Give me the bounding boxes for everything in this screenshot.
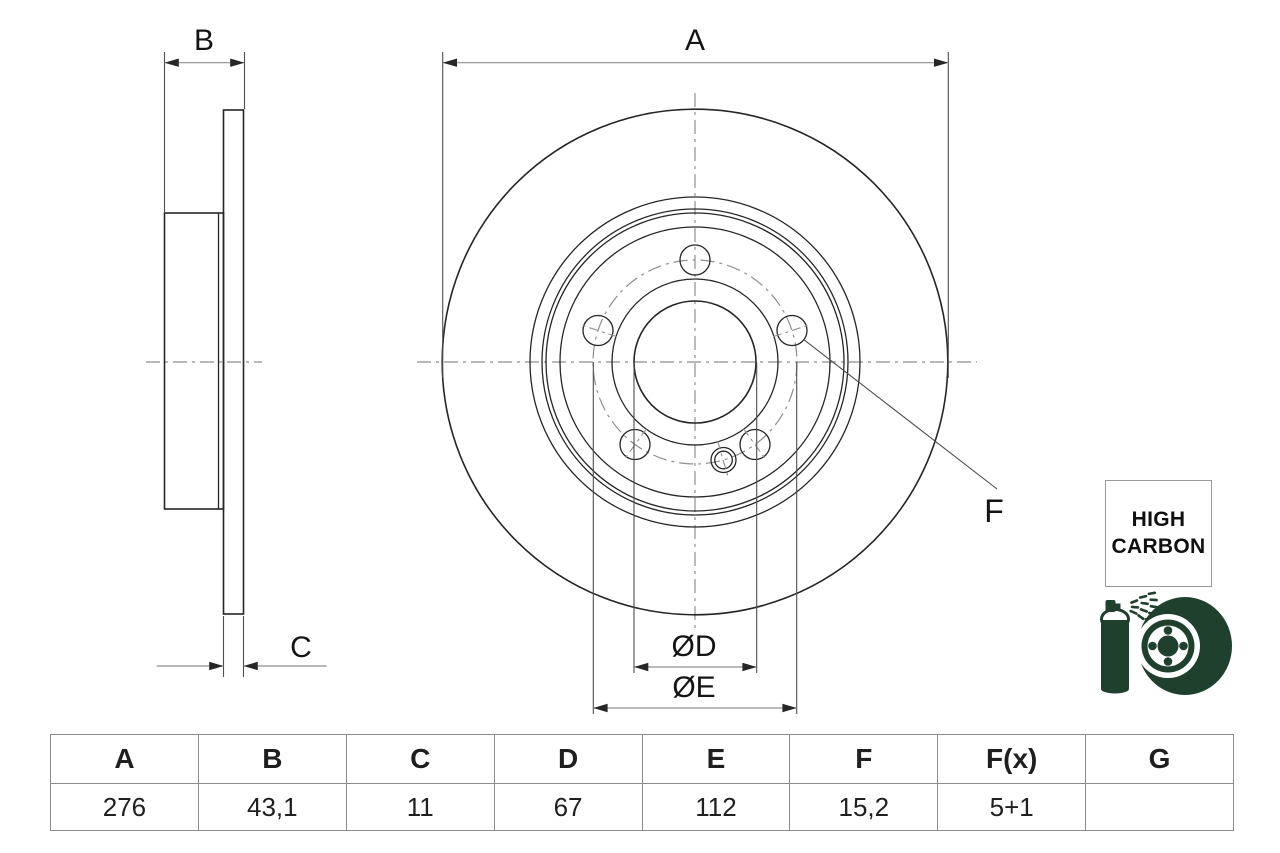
spray-can-icon <box>1100 600 1130 694</box>
bolt-hole <box>679 244 711 276</box>
value-F: 15,2 <box>789 783 939 831</box>
arrowhead <box>164 58 179 67</box>
value-C: 11 <box>345 783 495 831</box>
disc-hat-section <box>163 212 225 510</box>
dim-label-F: F <box>984 493 1004 529</box>
arrowhead <box>243 661 258 671</box>
col-header-B: B <box>197 734 347 784</box>
col-header-D: D <box>493 734 643 784</box>
dimension-F: F <box>803 339 1004 529</box>
col-header-Fx: F(x) <box>937 734 1087 784</box>
table-value-row: 276 43,1 11 67 112 15,2 5+1 <box>50 783 1234 831</box>
arrowhead <box>634 662 649 672</box>
dimension-C: C <box>156 616 327 677</box>
value-G <box>1085 783 1234 831</box>
high-carbon-badge: HIGH CARBON <box>1105 480 1212 587</box>
badge-line-2: CARBON <box>1111 534 1206 558</box>
arrowhead <box>934 58 949 67</box>
dimension-E: ØE <box>592 362 798 714</box>
side-view <box>146 109 262 615</box>
spray-paint-icon <box>1100 591 1232 695</box>
dimension-A: A <box>442 24 949 378</box>
dimension-table: A B C D E F F(x) G 276 43,1 11 67 112 15… <box>50 734 1234 831</box>
arrowhead <box>230 58 245 67</box>
dim-label-A: A <box>685 24 705 57</box>
arrowhead <box>782 703 797 713</box>
badge-line-1: HIGH <box>1131 508 1186 532</box>
bolt-hole <box>739 428 771 461</box>
col-header-G: G <box>1085 734 1234 784</box>
f-leader-line <box>803 339 998 490</box>
col-header-F: F <box>789 734 939 784</box>
arrowhead <box>742 662 757 672</box>
front-view <box>417 93 977 628</box>
hat-face-circle <box>559 226 831 498</box>
bolt-hole <box>619 428 651 461</box>
arrowhead <box>209 661 224 671</box>
dim-label-D: ØD <box>672 630 717 663</box>
value-Fx: 5+1 <box>937 783 1087 831</box>
icon-bolt-hole <box>1179 641 1188 651</box>
icon-bolt-hole <box>1163 657 1173 666</box>
bolt-hole <box>582 314 614 347</box>
dimension-D: ØD <box>633 362 758 673</box>
col-header-C: C <box>345 734 495 784</box>
arrowhead <box>442 58 457 67</box>
dim-label-C: C <box>290 631 312 664</box>
hat-transition-circle-2 <box>541 208 849 516</box>
arrowhead <box>593 703 608 713</box>
brake-disc-icon <box>1136 597 1232 695</box>
table-header-row: A B C D E F F(x) G <box>50 734 1234 784</box>
value-A: 276 <box>50 783 199 831</box>
bolt-hole <box>776 314 808 347</box>
col-header-E: E <box>641 734 791 784</box>
locating-hole-inner <box>714 450 733 470</box>
icon-bolt-hole <box>1148 641 1157 651</box>
locating-hole-outer <box>710 446 737 474</box>
value-D: 67 <box>493 783 643 831</box>
hat-transition-circle-3 <box>545 212 845 512</box>
dimension-B: B <box>163 24 246 212</box>
value-E: 112 <box>641 783 791 831</box>
dim-label-B: B <box>194 24 214 57</box>
col-header-A: A <box>50 734 199 784</box>
hat-transition-circle-1 <box>529 196 861 528</box>
icon-hub <box>1157 635 1179 657</box>
hub-face-circle <box>611 278 779 446</box>
value-B: 43,1 <box>197 783 347 831</box>
icon-bolt-hole <box>1163 626 1173 635</box>
dim-label-E: ØE <box>672 671 715 704</box>
